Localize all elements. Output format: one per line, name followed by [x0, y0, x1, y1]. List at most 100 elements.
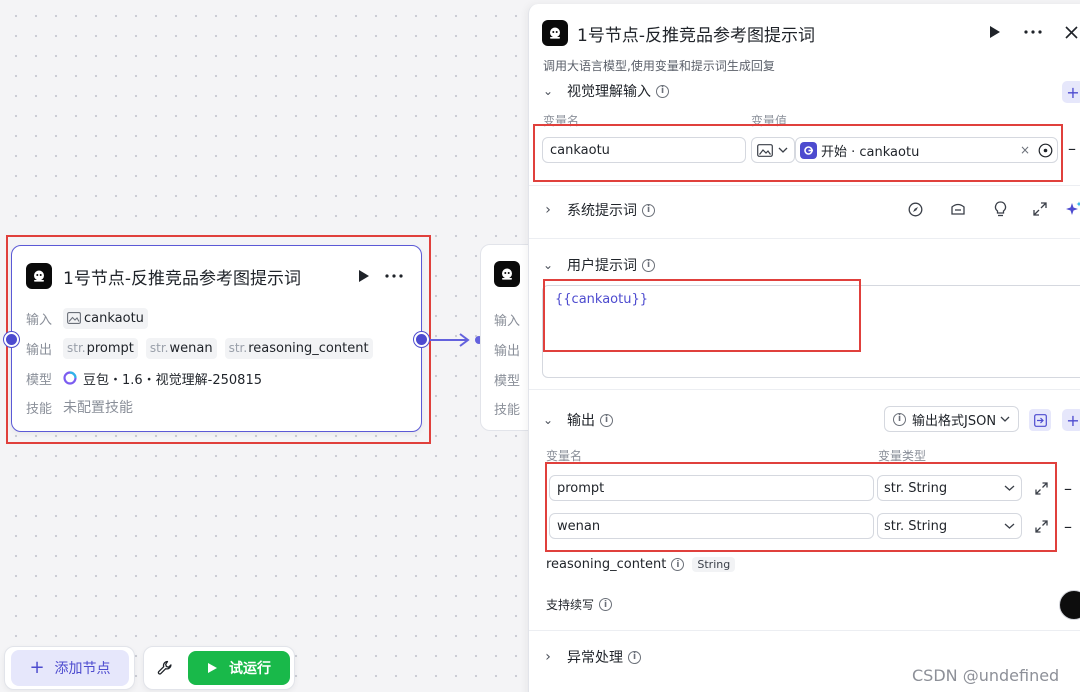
- output-format-select[interactable]: i 输出格式JSON: [884, 406, 1019, 432]
- output-type-select[interactable]: str. String: [877, 475, 1022, 501]
- library-icon[interactable]: [949, 200, 967, 218]
- node-output-row: 输出 str.prompt str.wenan str.reasoning_co…: [26, 336, 381, 360]
- output-name-input[interactable]: wenan: [549, 513, 874, 539]
- expand-icon[interactable]: [1032, 479, 1050, 497]
- next-node-skill-label: 技能: [494, 403, 521, 418]
- continue-row: 支持续写 i: [546, 596, 613, 613]
- node-model-row: 模型 豆包・1.6・视觉理解-250815: [26, 366, 262, 390]
- doubao-model-icon: [63, 371, 77, 385]
- output-prefix: str.: [149, 341, 169, 355]
- section-output[interactable]: ⌄ 输出 i: [539, 410, 613, 430]
- image-type-icon: [757, 143, 773, 157]
- csdn-watermark: CSDN @undefined: [912, 666, 1060, 685]
- continue-toggle[interactable]: [1059, 590, 1080, 620]
- lightbulb-icon[interactable]: [991, 200, 1009, 218]
- next-node-input-label: 输入: [494, 314, 521, 329]
- next-node-card[interactable]: 输入 输出 模型 技能: [480, 244, 540, 431]
- node-output-port[interactable]: [414, 332, 429, 347]
- output-title: 输出: [567, 413, 595, 429]
- remove-output-icon[interactable]: –: [1064, 479, 1072, 498]
- output-tag: str.wenan: [145, 337, 217, 359]
- chevron-down-icon: [1000, 416, 1010, 422]
- add-node-button[interactable]: + 添加节点: [11, 650, 129, 686]
- output-name-input[interactable]: prompt: [549, 475, 874, 501]
- output-type-value: str. String: [884, 518, 948, 534]
- chevron-down-icon: ⌄: [542, 258, 554, 272]
- remove-output-icon[interactable]: –: [1064, 517, 1072, 536]
- output-type-select[interactable]: str. String: [877, 513, 1022, 539]
- node-input-row: 输入 cankaotu: [26, 306, 156, 330]
- output-name: prompt: [86, 340, 134, 356]
- col-output-type: 变量类型: [878, 449, 927, 463]
- output-label: 输出: [26, 342, 53, 358]
- output-name-value: wenan: [557, 518, 601, 534]
- chevron-right-icon: ›: [545, 649, 551, 665]
- node-config-panel: 1号节点-反推竞品参考图提示词 调用大语言模型,使用变量和提示词生成回复 ⌄ 视…: [528, 4, 1080, 692]
- chevron-down-icon: [1004, 523, 1015, 529]
- expand-icon[interactable]: [1031, 200, 1049, 218]
- chevron-down-icon: [1004, 485, 1015, 491]
- info-icon: i: [642, 258, 655, 272]
- remove-visual-input-icon[interactable]: –: [1068, 139, 1076, 158]
- panel-more-icon[interactable]: [1020, 19, 1046, 45]
- section-user-prompt[interactable]: ⌄ 用户提示词 i: [539, 255, 655, 275]
- chevron-down-icon: ⌄: [542, 413, 554, 427]
- add-visual-input-button[interactable]: +: [1062, 81, 1080, 103]
- add-output-button[interactable]: +: [1062, 409, 1080, 431]
- play-icon: [208, 663, 217, 673]
- visual-input-title: 视觉理解输入: [567, 84, 651, 100]
- input-tag: cankaotu: [63, 307, 148, 329]
- output-prefix: str.: [67, 341, 86, 355]
- start-node-icon: [800, 141, 817, 159]
- value-type-select[interactable]: [751, 137, 795, 163]
- col-var-name: 变量名: [543, 114, 580, 128]
- node-more-icon[interactable]: [381, 263, 407, 289]
- output-tag: str.reasoning_content: [224, 337, 373, 359]
- compass-icon[interactable]: [906, 200, 924, 218]
- section-visual-input[interactable]: ⌄ 视觉理解输入 i: [539, 81, 669, 101]
- panel-run-play-icon[interactable]: [982, 19, 1008, 45]
- system-prompt-title: 系统提示词: [567, 203, 637, 219]
- target-icon[interactable]: [1038, 143, 1053, 158]
- llm-node-card[interactable]: 1号节点-反推竞品参考图提示词 输入 cankaotu 输出 str.promp…: [11, 245, 422, 432]
- panel-close-icon[interactable]: [1058, 19, 1080, 45]
- image-icon: [67, 312, 81, 324]
- input-label: 输入: [26, 312, 53, 328]
- continue-label: 支持续写: [546, 598, 595, 612]
- reasoning-row: reasoning_content i String: [546, 557, 736, 572]
- ref-value-text: 开始 · cankaotu: [821, 144, 920, 160]
- ai-sparkle-icon[interactable]: [1065, 200, 1080, 218]
- output-tag: str.prompt: [63, 337, 138, 359]
- output-name: reasoning_content: [248, 340, 369, 356]
- info-icon: i: [893, 412, 906, 426]
- next-node-logo-icon: [494, 261, 520, 287]
- expand-icon[interactable]: [1032, 517, 1050, 535]
- user-prompt-editor[interactable]: [542, 285, 1080, 378]
- visual-var-value-ref[interactable]: 开始 · cankaotu ×: [795, 137, 1058, 163]
- test-run-button[interactable]: 试运行: [188, 651, 290, 685]
- section-system-prompt[interactable]: › 系统提示词 i: [539, 200, 655, 220]
- chevron-down-icon: [778, 147, 788, 153]
- panel-logo-icon: [542, 20, 568, 46]
- panel-description: 调用大语言模型,使用变量和提示词生成回复: [543, 59, 775, 73]
- section-error-handling[interactable]: › 异常处理 i: [539, 647, 641, 667]
- skill-label: 技能: [26, 401, 53, 417]
- col-var-value: 变量值: [751, 114, 788, 128]
- output-name: wenan: [169, 340, 213, 356]
- output-format-label: 输出格式JSON: [912, 413, 997, 429]
- import-icon[interactable]: [1029, 409, 1051, 431]
- next-node-model-label: 模型: [494, 374, 521, 389]
- visual-var-name-input[interactable]: cankaotu: [542, 137, 746, 163]
- chevron-down-icon: ⌄: [542, 84, 554, 98]
- connection-arrow: [430, 333, 483, 347]
- plus-icon: +: [29, 657, 45, 678]
- run-node-play-icon[interactable]: [351, 263, 377, 289]
- reasoning-type-badge: String: [692, 557, 736, 572]
- wrench-icon[interactable]: [152, 655, 178, 681]
- info-icon: i: [628, 650, 641, 664]
- node-input-port[interactable]: [4, 332, 19, 347]
- input-value: cankaotu: [84, 310, 144, 326]
- error-handling-title: 异常处理: [567, 650, 623, 666]
- clear-x-icon[interactable]: ×: [1019, 143, 1030, 157]
- model-label: 模型: [26, 372, 53, 388]
